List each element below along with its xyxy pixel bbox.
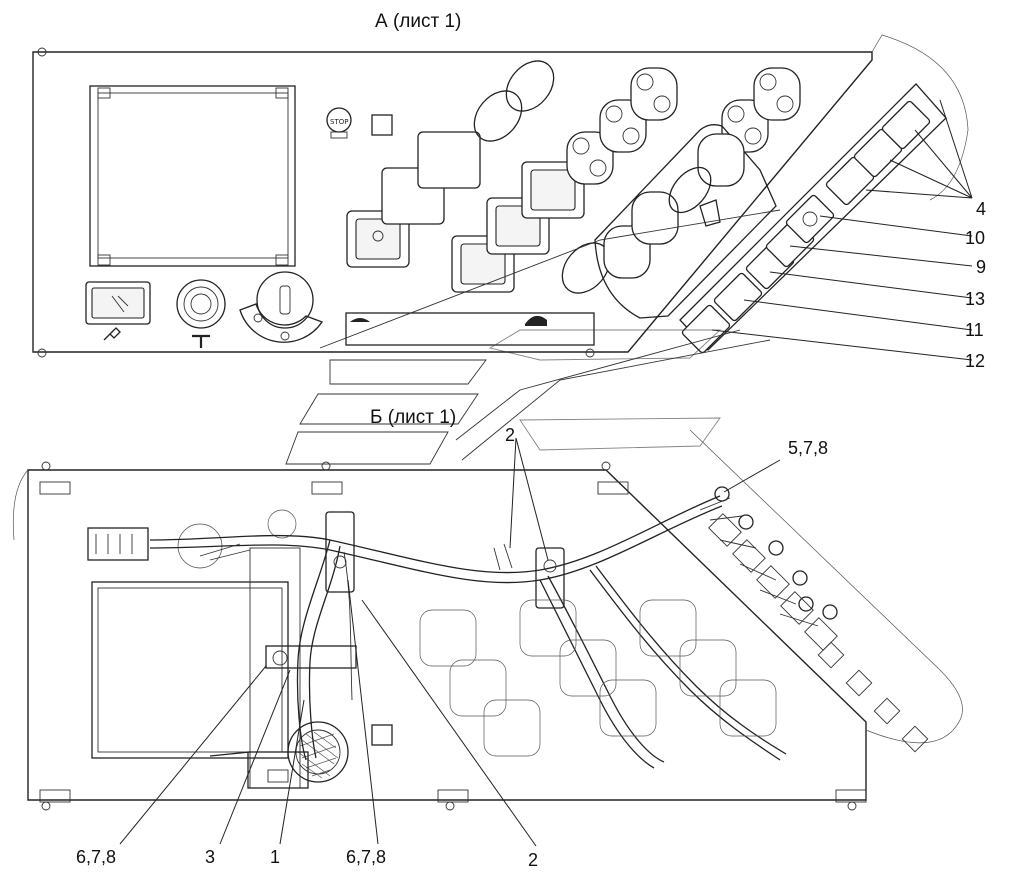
- callout-11: 11: [965, 320, 984, 340]
- speaker: [209, 721, 349, 789]
- view-a-panel-outline: [32, 51, 873, 353]
- spare-switch-3[interactable]: [881, 100, 931, 150]
- wiring-harness: [149, 495, 819, 769]
- view-b-panel-outline: [27, 469, 867, 801]
- view-a: А (лист 1) STOP: [32, 11, 986, 371]
- view-a-title: А (лист 1): [375, 11, 461, 32]
- stop-lamp-icon: STOP: [326, 107, 352, 139]
- speed-bar: [345, 312, 595, 346]
- wipe-switch[interactable]: [713, 272, 763, 322]
- callout-1: 1: [270, 847, 280, 867]
- beacon-switch[interactable]: [785, 194, 835, 244]
- view-b: 2 5,7,8 6,7,8 3 1 6,7,8 2: [12, 425, 963, 870]
- indicator-square: [371, 114, 393, 136]
- rocker-minus-plus-1[interactable]: [566, 131, 614, 185]
- rocker-minus-plus-3[interactable]: [630, 67, 678, 121]
- clamp-right: [535, 547, 565, 609]
- callout-13: 13: [965, 289, 985, 309]
- rocker-group-2[interactable]: [631, 191, 679, 245]
- display-window: [89, 85, 296, 267]
- callout-2-bottom: 2: [528, 850, 538, 870]
- button-cluster-left: [346, 60, 611, 294]
- clamp-left: [325, 511, 355, 593]
- callout-5-7-8: 5,7,8: [788, 438, 828, 458]
- callout-3: 3: [205, 847, 215, 867]
- leaders-view-a: [711, 99, 973, 361]
- blank-button-2[interactable]: [417, 131, 481, 189]
- callout-9: 9: [976, 257, 986, 277]
- ignition-switch[interactable]: [239, 271, 324, 343]
- rear-display-frame: [91, 581, 289, 759]
- leaders-view-b: [119, 437, 781, 847]
- callout-12: 12: [965, 351, 985, 371]
- rocker-group-3[interactable]: [697, 133, 745, 187]
- rear-indicator-square: [371, 724, 393, 746]
- callout-6-7-8-mid: 6,7,8: [346, 847, 386, 867]
- hare-icon: [525, 315, 547, 326]
- rocker-pairs: [566, 67, 801, 185]
- clamp-bottom: [265, 645, 357, 669]
- turtle-icon: [350, 318, 370, 322]
- round-knob[interactable]: [176, 279, 226, 329]
- callout-2-top: 2: [505, 425, 515, 445]
- rocker-arrows-2[interactable]: [753, 67, 801, 121]
- projection-arrows: [285, 209, 781, 465]
- joystick-group: [594, 124, 777, 319]
- t-mark-icon: [192, 334, 210, 348]
- brush-icon: [103, 327, 121, 341]
- callout-10: 10: [965, 228, 985, 248]
- callout-4: 4: [976, 199, 986, 219]
- rear-button-ghosts: [419, 599, 777, 757]
- callout-6-7-8-left: 6,7,8: [76, 847, 116, 867]
- svg-text:STOP: STOP: [330, 118, 348, 126]
- view-b-title: Б (лист 1): [370, 407, 456, 428]
- rear-switch-column: [708, 486, 929, 753]
- rocker-switch[interactable]: [85, 281, 151, 325]
